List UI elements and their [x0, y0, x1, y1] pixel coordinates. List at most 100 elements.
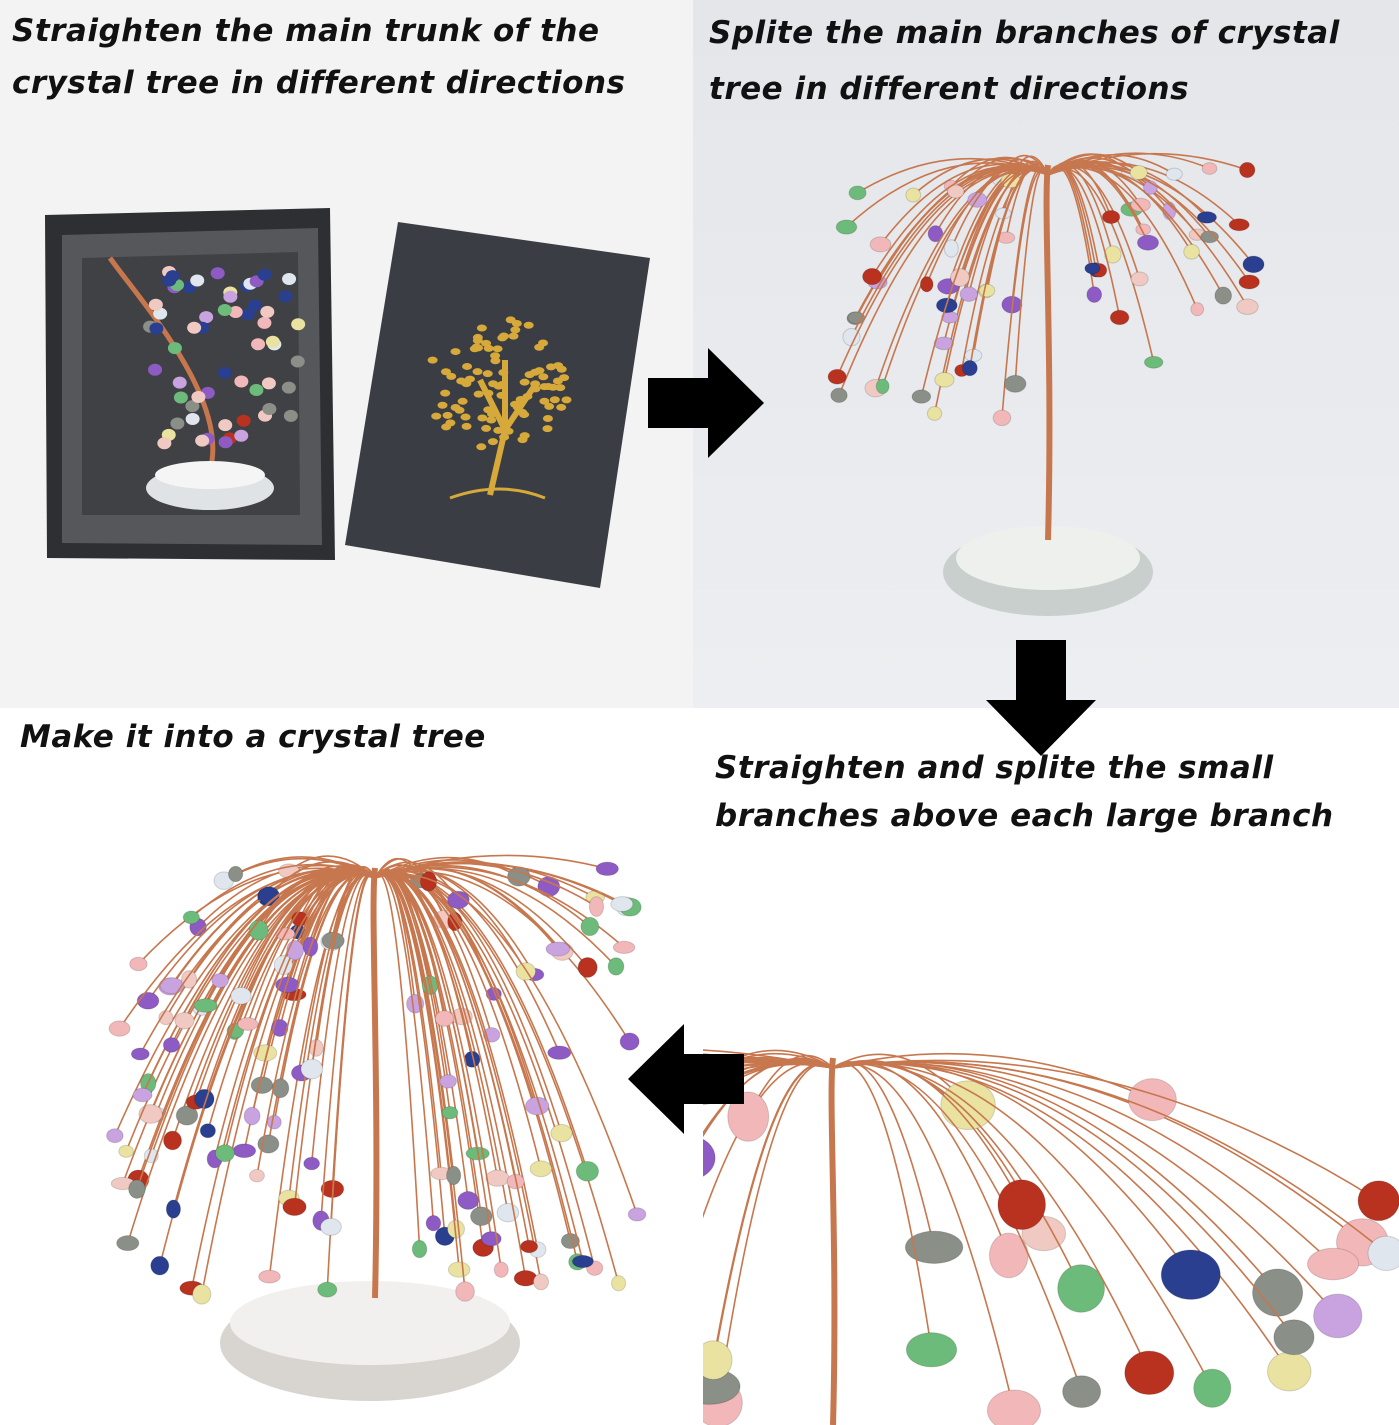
crystal-chip — [1190, 302, 1205, 317]
crystal-chip — [515, 962, 537, 981]
crystal-chip — [132, 1087, 153, 1103]
crystal-chip — [961, 360, 978, 377]
crystal-chip — [441, 1105, 459, 1120]
crystal-chip — [545, 941, 571, 957]
crystal-chip — [457, 1191, 479, 1210]
crystal-chip — [978, 283, 996, 298]
crystal-chip — [1109, 309, 1130, 326]
crystal-chip — [607, 957, 625, 976]
caption-line: Straighten and splite the small — [715, 750, 1274, 786]
crystal-chip — [997, 1179, 1046, 1231]
crystal-chip — [447, 890, 470, 910]
crystal-chip — [181, 970, 198, 989]
step-4-caption: Make it into a crystal tree — [20, 710, 486, 764]
crystal-chip — [211, 972, 230, 989]
crystal-chip — [580, 916, 600, 937]
crystal-chip — [611, 1275, 627, 1292]
step-1-panel: Straighten the main trunk of the crystal… — [0, 0, 693, 708]
crystal-chip — [1143, 355, 1164, 369]
crystal-chip — [106, 1128, 124, 1144]
crystal-chip — [848, 185, 867, 201]
crystal-chip — [869, 236, 892, 253]
crystal-chip — [411, 1239, 428, 1259]
crystal-chip — [163, 1130, 183, 1151]
crystal-chip — [627, 1207, 647, 1222]
crystal-chip — [282, 1197, 307, 1217]
crystal-chip — [237, 1017, 259, 1031]
crystal-chip — [827, 368, 847, 385]
crystal-chip — [1101, 209, 1121, 225]
crystal-chip — [595, 861, 619, 877]
crystal-chip — [1183, 243, 1200, 260]
crystal-chip — [1313, 1293, 1363, 1339]
crystal-chip — [286, 939, 305, 961]
crystal-chip — [150, 1255, 170, 1276]
crystal-chip — [1160, 1249, 1221, 1300]
crystal-chip — [986, 1389, 1042, 1425]
crystal-chip — [199, 1123, 216, 1139]
crystal-chip — [434, 1010, 455, 1027]
crystal-chip — [1062, 1375, 1102, 1409]
crystal-chip — [130, 1047, 150, 1061]
crystal-chip — [703, 1340, 733, 1380]
boxed-tree-photo — [45, 208, 650, 588]
crystal-chip — [1214, 286, 1233, 305]
crystal-chip — [940, 1080, 996, 1131]
crystal-chip — [1200, 230, 1220, 244]
crystal-chip — [1127, 1078, 1177, 1122]
crystal-chip — [227, 865, 244, 883]
caption-line: Make it into a crystal tree — [20, 719, 486, 755]
crystal-chip — [230, 986, 252, 1005]
crystal-chip — [480, 1231, 502, 1247]
crystal-chip — [1267, 1351, 1312, 1392]
caption-line: tree in different directions — [709, 71, 1190, 107]
crystal-chip — [136, 991, 160, 1010]
crystal-chip — [165, 1199, 181, 1219]
crystal-chip — [926, 406, 943, 421]
arrow-down-icon — [986, 640, 1096, 756]
crystal-chip — [992, 409, 1012, 427]
crystal-chip — [575, 1160, 600, 1182]
crystal-chip — [1367, 1235, 1399, 1272]
crystal-chip — [1057, 1264, 1105, 1313]
crystal-chip — [116, 1235, 140, 1252]
crystal-chip — [875, 378, 890, 395]
step-3-caption: Straighten and splite the small branches… — [715, 744, 1334, 840]
crystal-chip — [214, 1144, 235, 1163]
step-1-caption: Straighten the main trunk of the crystal… — [12, 4, 626, 110]
crystal-chip — [588, 896, 605, 918]
crystal-chip — [455, 1281, 475, 1302]
crystal-chip — [947, 184, 965, 199]
step-2-caption: Splite the main branches of crystal tree… — [709, 6, 1340, 116]
crystal-chip — [619, 1032, 640, 1051]
crystal-chip — [934, 371, 955, 388]
crystal-chip — [425, 1214, 442, 1232]
crystal-chip — [905, 187, 922, 203]
caption-line: Splite the main branches of crystal — [709, 15, 1340, 51]
closeup-branches-photo — [703, 1049, 1399, 1425]
arrow-right-icon — [648, 348, 764, 458]
crystal-chip — [138, 1104, 163, 1124]
crystal-chip — [1242, 255, 1265, 274]
step-3-panel: Straighten and splite the small branches… — [703, 708, 1399, 1425]
crystal-chip — [250, 1076, 274, 1095]
crystal-chip — [266, 1114, 282, 1130]
crystal-chip — [1003, 374, 1027, 393]
crystal-chip — [118, 1144, 135, 1158]
crystal-chip — [258, 1269, 281, 1284]
crystal-chip — [1104, 245, 1122, 264]
crystal-chip — [300, 1058, 324, 1080]
crystal-chip — [1201, 162, 1218, 175]
crystal-chip — [577, 956, 598, 978]
crystal-chip — [943, 239, 959, 258]
crystal-chip — [1307, 1247, 1360, 1281]
crystal-chip — [232, 1143, 257, 1159]
crystal-chip — [175, 1105, 199, 1126]
crystal-chip — [192, 1284, 212, 1305]
crystal-chip — [108, 1020, 131, 1037]
crystal-chip — [1124, 1350, 1175, 1396]
crystal-chip — [129, 956, 148, 972]
crystal-chip — [1196, 211, 1217, 224]
crystal-chip — [529, 1160, 553, 1178]
crystal-chip — [1193, 1368, 1232, 1408]
